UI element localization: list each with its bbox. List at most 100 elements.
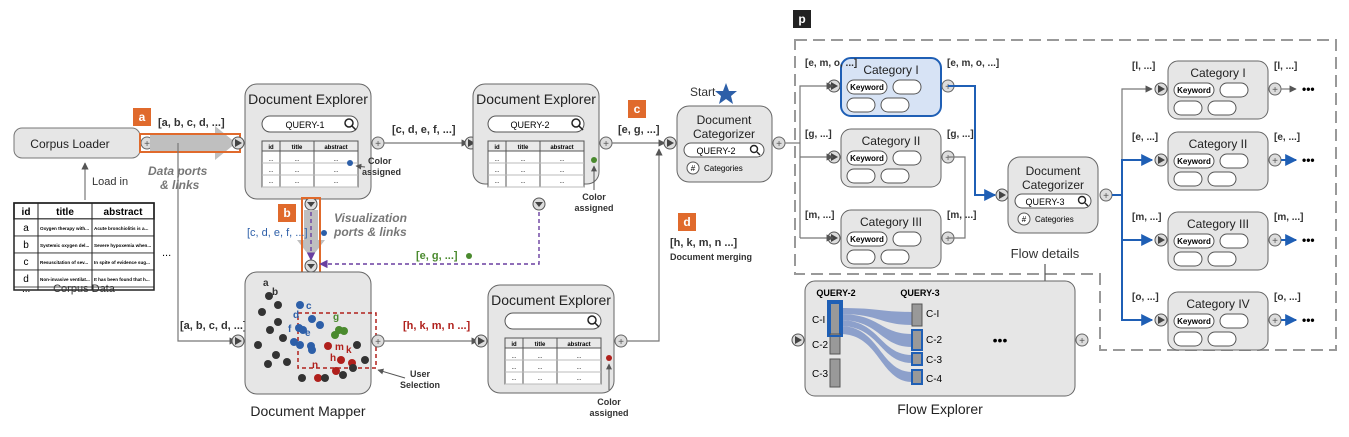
mapper-point[interactable] bbox=[332, 367, 340, 375]
keyword-pill[interactable] bbox=[846, 231, 888, 247]
keyword-pill[interactable] bbox=[1219, 313, 1249, 329]
doc-table-header: title bbox=[292, 145, 303, 151]
categorizer-2-query-input[interactable] bbox=[1014, 193, 1092, 209]
keyword-pill[interactable] bbox=[1173, 100, 1203, 116]
keyword-pill[interactable] bbox=[1173, 331, 1203, 347]
mapper-point[interactable] bbox=[298, 374, 306, 382]
badge-c bbox=[628, 100, 646, 118]
keyword-pill[interactable] bbox=[892, 231, 922, 247]
mapper-point[interactable] bbox=[296, 341, 304, 349]
keyword-label: Keyword bbox=[1177, 86, 1211, 95]
category-name: Category II bbox=[862, 134, 921, 148]
doc-table-cell: ... bbox=[520, 179, 525, 185]
keyword-pill[interactable] bbox=[1207, 171, 1237, 187]
keyword-pill[interactable] bbox=[1219, 153, 1249, 169]
mapper-point[interactable] bbox=[274, 301, 282, 309]
keyword-pill[interactable] bbox=[1207, 100, 1237, 116]
mapper-point[interactable] bbox=[314, 374, 322, 382]
mapper-point[interactable] bbox=[324, 342, 332, 350]
keyword-pill[interactable] bbox=[1173, 171, 1203, 187]
mapper-point[interactable] bbox=[353, 341, 361, 349]
svg-text:+: + bbox=[945, 153, 951, 164]
explorer-2-search-input[interactable] bbox=[487, 115, 585, 133]
keyword-pill[interactable] bbox=[1173, 233, 1215, 249]
keyword-pill[interactable] bbox=[880, 168, 910, 184]
mapper-point[interactable] bbox=[274, 318, 282, 326]
load-in-label: Load in bbox=[92, 176, 128, 188]
categorizer-1-query-input[interactable] bbox=[683, 142, 765, 158]
keyword-pill[interactable] bbox=[1207, 331, 1237, 347]
keyword-pill[interactable] bbox=[880, 97, 910, 113]
mapper-point[interactable] bbox=[290, 338, 298, 346]
mapper-point[interactable] bbox=[339, 371, 347, 379]
category-out-list: [l, ...] bbox=[1274, 61, 1297, 72]
doc-table: id.........title.........abstract.......… bbox=[504, 337, 602, 385]
keyword-pill[interactable] bbox=[846, 249, 876, 265]
mapper-point[interactable] bbox=[272, 351, 280, 359]
keyword-pill[interactable] bbox=[846, 168, 876, 184]
keyword-pill[interactable] bbox=[892, 150, 922, 166]
keyword-pill[interactable] bbox=[1219, 82, 1249, 98]
mapper-point[interactable] bbox=[283, 358, 291, 366]
mapper-point-label: b bbox=[272, 287, 278, 298]
keyword-pill[interactable] bbox=[1219, 233, 1249, 249]
start-label: Start bbox=[690, 85, 716, 99]
keyword-pill[interactable] bbox=[880, 249, 910, 265]
doc-table-header: id bbox=[511, 342, 517, 348]
keyword-pill[interactable] bbox=[1173, 251, 1203, 267]
doc-table-header: id bbox=[268, 145, 274, 151]
svg-text:+: + bbox=[1079, 336, 1085, 347]
search-icon[interactable] bbox=[571, 118, 581, 128]
mapper-point[interactable] bbox=[264, 360, 272, 368]
keyword-pill[interactable] bbox=[846, 79, 888, 95]
doc-table-cell: ... bbox=[333, 168, 338, 174]
mapper-point[interactable] bbox=[279, 334, 287, 342]
continue-dots: ••• bbox=[1302, 233, 1315, 247]
search-icon[interactable] bbox=[1077, 195, 1087, 205]
keyword-pill[interactable] bbox=[1173, 82, 1215, 98]
corpus-row-title: Systemic oxygen del... bbox=[40, 243, 89, 248]
search-icon[interactable] bbox=[587, 315, 597, 325]
explorer-3-search-input[interactable] bbox=[504, 312, 602, 330]
corpus-row-id: d bbox=[23, 274, 29, 285]
explorer-1-search-input[interactable] bbox=[261, 115, 359, 133]
flow-left-highlight[interactable] bbox=[827, 300, 843, 337]
mapper-point[interactable] bbox=[316, 321, 324, 329]
keyword-pill[interactable] bbox=[846, 97, 876, 113]
doc-table-cell: ... bbox=[576, 365, 581, 371]
mapper-point[interactable] bbox=[258, 308, 266, 316]
svg-text:+: + bbox=[1272, 316, 1278, 327]
mapper-point[interactable] bbox=[321, 374, 329, 382]
mapper-point[interactable] bbox=[254, 341, 262, 349]
mapper-point[interactable] bbox=[337, 356, 345, 364]
search-icon[interactable] bbox=[344, 118, 354, 128]
keyword-pill[interactable] bbox=[1173, 313, 1215, 329]
mapper-point[interactable] bbox=[266, 326, 274, 334]
document-categorizer-2: Document Categorizer QUERY-3 # Categorie… bbox=[995, 156, 1113, 234]
doc-table-header: title bbox=[518, 145, 529, 151]
doc-table-cell: ... bbox=[559, 168, 564, 174]
mapper-point[interactable] bbox=[299, 326, 307, 334]
mapper-point-label: h bbox=[330, 353, 336, 364]
mapper-point[interactable] bbox=[265, 292, 273, 300]
explorer-1-title: Document Explorer bbox=[248, 91, 368, 107]
mapper-point-label: k bbox=[346, 345, 352, 356]
keyword-pill[interactable] bbox=[892, 79, 922, 95]
keyword-pill[interactable] bbox=[846, 150, 888, 166]
mapper-point[interactable] bbox=[361, 356, 369, 364]
svg-text:+: + bbox=[375, 139, 381, 150]
keyword-pill[interactable] bbox=[1207, 251, 1237, 267]
mapper-point[interactable] bbox=[308, 346, 316, 354]
search-icon[interactable] bbox=[749, 144, 759, 154]
mapper-point[interactable] bbox=[308, 315, 316, 323]
svg-text:+: + bbox=[603, 139, 609, 150]
mapper-point[interactable] bbox=[349, 364, 357, 372]
mapper-point[interactable] bbox=[340, 327, 348, 335]
mapper-point[interactable] bbox=[296, 301, 304, 309]
keyword-pill[interactable] bbox=[1173, 153, 1215, 169]
svg-text:Color: Color bbox=[597, 397, 621, 407]
mapper-point[interactable] bbox=[331, 331, 339, 339]
svg-text:p: p bbox=[798, 12, 805, 26]
svg-text:+: + bbox=[618, 337, 624, 348]
